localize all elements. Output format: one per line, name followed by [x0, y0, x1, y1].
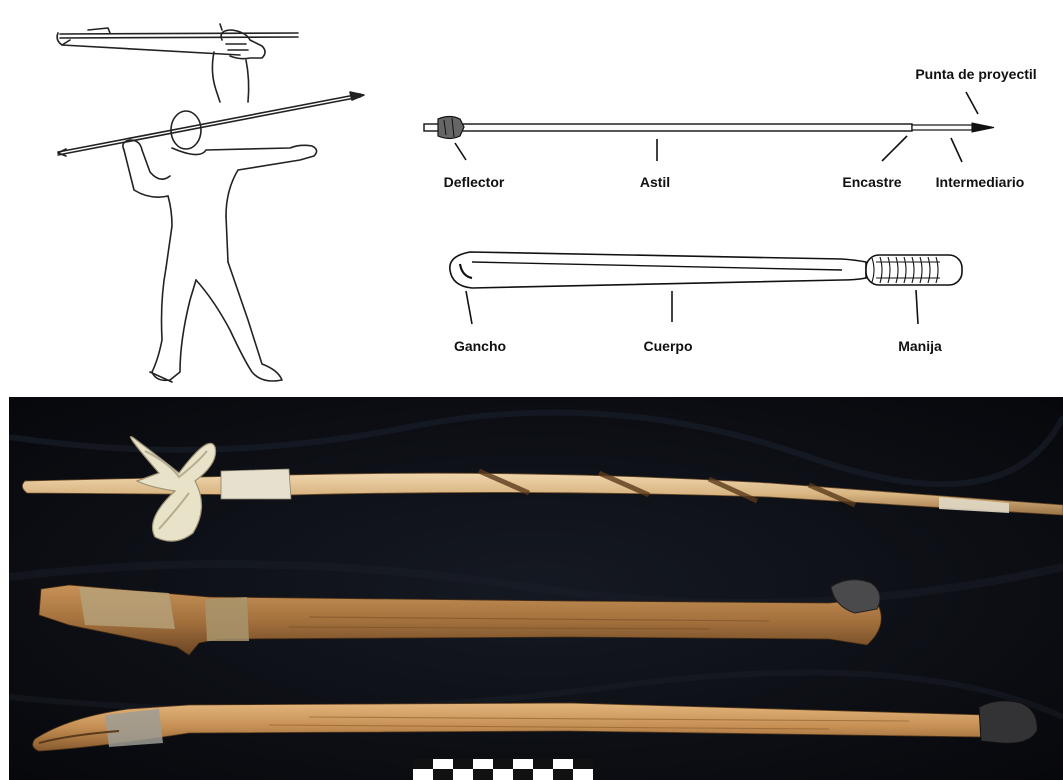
label-handle: Manija — [898, 338, 942, 354]
label-hook: Gancho — [454, 338, 506, 354]
dart-drawing — [424, 92, 994, 162]
artifact-photo — [9, 397, 1063, 780]
label-shaft: Astil — [640, 174, 670, 190]
scale-bar — [413, 759, 593, 780]
label-intermediate: Intermediario — [936, 174, 1025, 190]
label-projectile-point: Punta de proyectil — [915, 66, 1036, 82]
thrower-drawing — [450, 252, 962, 324]
thrower-figure — [57, 24, 364, 382]
diagram-drawing — [0, 0, 1063, 395]
label-body: Cuerpo — [644, 338, 693, 354]
label-deflector: Deflector — [444, 174, 505, 190]
label-socket: Encastre — [842, 174, 901, 190]
artifact-drawing — [9, 397, 1063, 780]
diagram-panel: Deflector Astil Encastre Intermediario P… — [0, 0, 1063, 395]
grip-inset — [57, 24, 298, 102]
